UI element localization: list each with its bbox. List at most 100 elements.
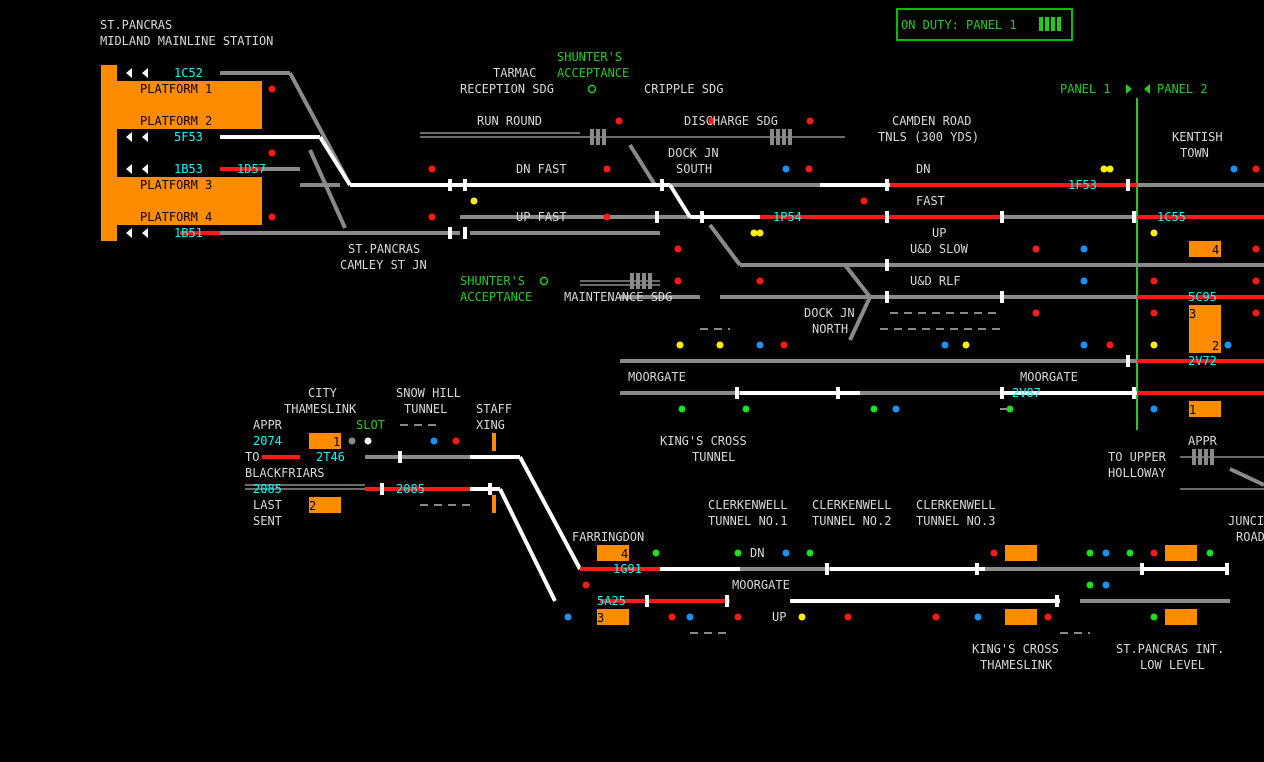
headcode-1g91[interactable]: 1G91	[613, 562, 642, 576]
label-dock-jn-north-1: DOCK JN	[804, 306, 855, 320]
label-clerk2-2: TUNNEL NO.2	[812, 514, 891, 528]
headcode-2v87[interactable]: 2V87	[1012, 386, 1041, 400]
label-maintenance-sdg: MAINTENANCE SDG	[564, 290, 672, 304]
label-to: TO	[245, 450, 259, 464]
berth-number-r1: 1	[1189, 403, 1196, 417]
track-joints	[380, 179, 1229, 607]
label-acceptance-top: ACCEPTANCE	[557, 66, 629, 80]
label-midland-mainline: MIDLAND MAINLINE STATION	[100, 34, 273, 48]
headcode-2085-left[interactable]: 2085	[253, 482, 282, 496]
berth-number-r4: 4	[1212, 243, 1219, 257]
headcode-1p54[interactable]: 1P54	[773, 210, 802, 224]
label-up-bottom: UP	[772, 610, 786, 624]
platform-4-label: PLATFORM 4	[140, 210, 212, 224]
label-holloway: HOLLOWAY	[1108, 466, 1167, 480]
label-ud-slow: U&D SLOW	[910, 242, 969, 256]
label-last: LAST	[253, 498, 282, 512]
headcode-platform-3a[interactable]: 1B53	[174, 162, 203, 176]
label-dock-jn-north-2: NORTH	[812, 322, 848, 336]
headcode-1c55[interactable]: 1C55	[1157, 210, 1186, 224]
label-clerk3-2: TUNNEL NO.3	[916, 514, 995, 528]
label-low-level: LOW LEVEL	[1140, 658, 1205, 672]
panel-2-arrow-icon	[1144, 84, 1150, 94]
label-to-upper: TO UPPER	[1108, 450, 1167, 464]
label-run-round: RUN ROUND	[477, 114, 542, 128]
label-tarmac: TARMAC	[493, 66, 536, 80]
headcode-2v72[interactable]: 2V72	[1188, 354, 1217, 368]
label-camley-1: ST.PANCRAS	[348, 242, 420, 256]
label-shunters-top: SHUNTER'S	[557, 50, 622, 64]
label-moorgate-left: MOORGATE	[628, 370, 686, 384]
headcode-5c95[interactable]: 5C95	[1188, 290, 1217, 304]
panel-1-arrow-icon	[1126, 84, 1132, 94]
headcode-platform-3b[interactable]: 1D57	[237, 162, 266, 176]
label-ud-rlf: U&D RLF	[910, 274, 961, 288]
label-dock-jn-south-1: DOCK JN	[668, 146, 719, 160]
label-clerk3-1: CLERKENWELL	[916, 498, 995, 512]
label-moorgate-bottom: MOORGATE	[732, 578, 790, 592]
panel-2-label: PANEL 2	[1157, 82, 1208, 96]
label-kentish: KENTISH	[1172, 130, 1223, 144]
label-shunters-bot: SHUNTER'S	[460, 274, 525, 288]
headcode-platform-2[interactable]: 5F53	[174, 130, 203, 144]
label-road: ROAD	[1236, 530, 1264, 544]
headcode-1f53[interactable]: 1F53	[1068, 178, 1097, 192]
label-clerk2-1: CLERKENWELL	[812, 498, 891, 512]
label-town: TOWN	[1180, 146, 1209, 160]
platform-block	[101, 65, 262, 241]
berth-numbers: 1 2 4 3 2 1 4 3	[309, 243, 1219, 625]
label-st-pancras-int: ST.PANCRAS INT.	[1116, 642, 1224, 656]
label-thameslink: THAMESLINK	[284, 402, 357, 416]
berth-number-1: 1	[333, 435, 340, 449]
label-dn: DN	[916, 162, 930, 176]
label-tunnel: TUNNEL	[692, 450, 735, 464]
label-appr-left: APPR	[253, 418, 283, 432]
label-dn-bottom: DN	[750, 546, 764, 560]
label-camden-tnls: TNLS (300 YDS)	[878, 130, 979, 144]
train-headcodes[interactable]: 1C52 5F53 1B53 1D57 1B51 1F53 1P54 1C55 …	[174, 66, 1217, 608]
label-junc: JUNCI	[1228, 514, 1264, 528]
berth-number-2: 2	[309, 499, 316, 513]
label-camley-2: CAMLEY ST JN	[340, 258, 427, 272]
signal-aspects	[268, 84, 1260, 621]
headcode-2t46[interactable]: 2T46	[316, 450, 345, 464]
headcode-appr-2074[interactable]: 2074	[253, 434, 282, 448]
label-clerk1-1: CLERKENWELL	[708, 498, 787, 512]
headcode-platform-4[interactable]: 1B51	[174, 226, 203, 240]
label-snow-hill: SNOW HILL	[396, 386, 461, 400]
label-acceptance-bot: ACCEPTANCE	[460, 290, 532, 304]
platform-2-label: PLATFORM 2	[140, 114, 212, 128]
on-duty-label: ON DUTY: PANEL 1	[901, 18, 1017, 32]
label-dock-jn-south-2: SOUTH	[676, 162, 712, 176]
on-duty-bars	[1039, 17, 1061, 31]
label-st-pancras: ST.PANCRAS	[100, 18, 172, 32]
label-cripple-sdg: CRIPPLE SDG	[644, 82, 723, 96]
label-up: UP	[932, 226, 946, 240]
label-fast: FAST	[916, 194, 945, 208]
label-blackfriars: BLACKFRIARS	[245, 466, 324, 480]
label-kx-thameslink-2: THAMESLINK	[980, 658, 1053, 672]
label-farringdon: FARRINGDON	[572, 530, 644, 544]
platform-direction-arrows	[126, 68, 148, 238]
berth-boxes	[309, 241, 1221, 625]
berth-number-b3: 3	[597, 611, 604, 625]
buffer-stops	[590, 129, 1214, 465]
label-appr-right: APPR	[1188, 434, 1218, 448]
label-discharge-sdg: DISCHARGE SDG	[684, 114, 778, 128]
headcode-5a25[interactable]: 5A25	[597, 594, 626, 608]
label-kings-cross: KING'S CROSS	[660, 434, 747, 448]
overlap-markers	[400, 312, 1090, 634]
label-moorgate-right: MOORGATE	[1020, 370, 1078, 384]
label-clerk1-2: TUNNEL NO.1	[708, 514, 787, 528]
set-routes	[220, 135, 1225, 603]
label-camden-road: CAMDEN ROAD	[892, 114, 971, 128]
on-duty-frame	[896, 8, 1073, 41]
label-dn-fast: DN FAST	[516, 162, 567, 176]
label-xing: XING	[476, 418, 505, 432]
panel-1-label: PANEL 1	[1060, 82, 1111, 96]
occupied-track	[180, 167, 1264, 603]
headcode-platform-1[interactable]: 1C52	[174, 66, 203, 80]
label-city: CITY	[308, 386, 338, 400]
headcode-2085-right[interactable]: 2085	[396, 482, 425, 496]
